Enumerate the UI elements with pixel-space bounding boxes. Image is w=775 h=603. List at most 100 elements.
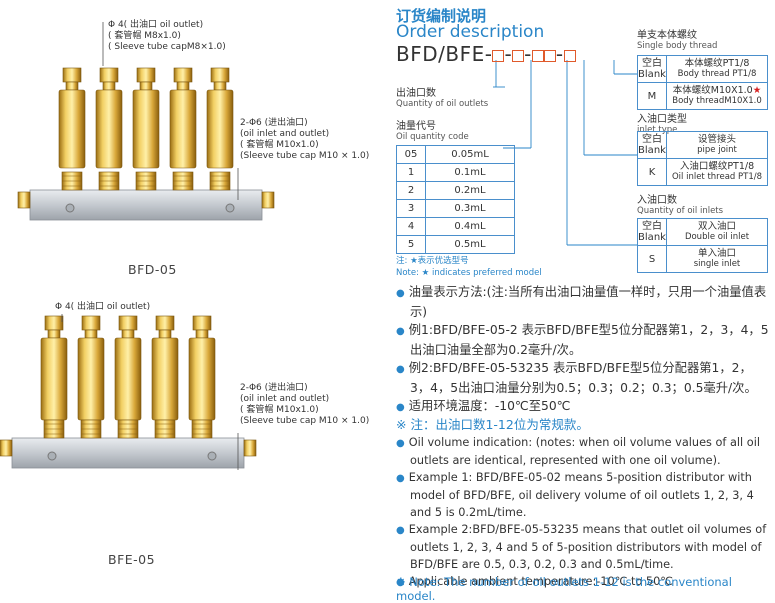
outlet-neck: [47, 329, 61, 339]
outlet-neck: [195, 329, 209, 339]
bullet-text: Example 1: BFD/BFE-05-02 means 5-positio…: [408, 471, 754, 519]
option-desc-cell: 本体螺纹M10X1.0★Body threadM10X1.0: [666, 82, 768, 110]
bfe-inlet-note: 2-Φ6 (进出油口) (oil inlet and outlet) ( 套管帽…: [240, 383, 369, 427]
code-slot-quantity: [512, 49, 525, 62]
bullet-dot-icon: ●: [396, 326, 405, 337]
preferred-note-en: Note: ★ indicates preferred model: [396, 268, 542, 278]
option-code-cn: K: [648, 166, 656, 178]
quantity-value-cell: 0.3mL: [425, 199, 515, 218]
bullets-en: ●Oil volume indication: (notes: when oil…: [396, 434, 774, 591]
bfd-outlet-line3: ( Sleeve tube capM8×1.0): [108, 42, 226, 52]
outlet-nut: [44, 315, 64, 331]
order-title-cn: 订货编制说明: [396, 7, 487, 25]
bullet-text: Oil volume indication: (notes: when oil …: [408, 436, 760, 467]
outlet-neck: [121, 329, 135, 339]
code-slot-inlet-count: [531, 49, 544, 62]
option-desc-cn: 设管接头: [697, 134, 736, 145]
bullet-item: ●Example 1: BFD/BFE-05-02 means 5-positi…: [396, 469, 774, 521]
outlets-label: 出油口数 Quantity of oil outlets: [396, 88, 488, 110]
outlet-nut: [99, 67, 119, 83]
bullet-item: ●Applicable ambient temperature:-10℃ to …: [396, 573, 774, 591]
outlet-neck: [158, 329, 172, 339]
quantity-code-label: 油量代号 Oil quantity code: [396, 121, 469, 143]
metering-body: [114, 337, 142, 421]
outlet-neck: [102, 81, 116, 91]
bfd-inlet-line1: 2-Φ6 (进出油口): [240, 118, 308, 128]
metering-body: [40, 337, 68, 421]
outlet-nut: [192, 315, 212, 331]
option-code-en: Blank: [638, 69, 666, 80]
mount-hole: [47, 451, 57, 461]
quantity-value-cell: 0.5mL: [425, 235, 515, 254]
bfd-inlet-note: 2-Φ6 (进出油口) (oil inlet and outlet) ( 套管帽…: [240, 118, 369, 162]
quantity-code-cell: 4: [396, 217, 426, 236]
option-code-en: Blank: [638, 145, 666, 156]
option-code-cn: S: [648, 253, 656, 265]
metering-body: [58, 89, 86, 169]
quantity-value-cell: 0.2mL: [425, 181, 515, 200]
bfd-outlet-line1: Φ 4( 出油口 oil outlet): [108, 20, 204, 30]
bfe-05-image: [0, 315, 257, 469]
mount-hole: [65, 203, 75, 213]
option-desc-cn: 本体螺纹M10X1.0★: [672, 85, 762, 96]
bfd-inlet-line2: (oil inlet and outlet): [240, 129, 330, 139]
outlet-nut: [136, 67, 156, 83]
option-code-en: Blank: [638, 232, 666, 243]
bfd-model-label: BFD-05: [128, 262, 177, 277]
preferred-note: 注: ★表示优选型号 Note: ★ indicates preferred m…: [396, 255, 542, 279]
option-code-cn: M: [647, 90, 657, 102]
outlet-nut: [62, 67, 82, 83]
outlets-label-cn: 出油口数: [396, 88, 436, 99]
note-en: ※ Note: The number of oil outlets 1-12 i…: [396, 575, 732, 603]
inlet-type-label-cn: 入油口类型: [637, 114, 687, 125]
inlet-count-label-en: Quantity of oil inlets: [637, 206, 724, 216]
inlet-type-label: 入油口类型 inlet type: [637, 114, 687, 136]
inlet-fitting: [243, 439, 257, 457]
option-code-cell: S: [637, 245, 667, 273]
option-desc-cn: 本体螺纹PT1/8: [684, 58, 750, 69]
bullet-item: ●例1:BFD/BFE-05-2 表示BFD/BFE型5位分配器第1，2，3，4…: [396, 321, 771, 359]
outlet-nut: [118, 315, 138, 331]
outlet-neck: [176, 81, 190, 91]
outlet-nut: [81, 315, 101, 331]
bullet-dot-icon: ●: [396, 288, 405, 299]
bfe-inlet-line4: (Sleeve tube cap M10 × 1.0): [240, 416, 370, 426]
quantity-value-cell: 0.1mL: [425, 163, 515, 182]
outlets-label-en: Quantity of oil outlets: [396, 99, 489, 109]
bullets-cn: ●油量表示方法:(注:当所有出油口油量值一样时，只用一个油量值表示)●例1:BF…: [396, 283, 771, 417]
metering-body: [169, 89, 197, 169]
bullet-text: 适用环境温度：-10℃至50℃: [408, 399, 571, 413]
outlet-neck: [139, 81, 153, 91]
bullet-text: Applicable ambient temperature:-10℃ to 5…: [408, 575, 673, 588]
preferred-note-cn: 注: ★表示优选型号: [396, 256, 469, 266]
bfd-inlet-line4: (Sleeve tube cap M10 × 1.0): [240, 151, 370, 161]
bullet-text: 油量表示方法:(注:当所有出油口油量值一样时，只用一个油量值表示): [408, 285, 767, 319]
bfe-inlet-line1: 2-Φ6 (进出油口): [240, 383, 308, 393]
bullet-text: Example 2:BFD/BFE-05-53235 means that ou…: [408, 523, 767, 571]
inlet-fitting: [0, 439, 13, 457]
outlet-neck: [65, 81, 79, 91]
bullet-item: ●Example 2:BFD/BFE-05-53235 means that o…: [396, 521, 774, 573]
inlet-count-label-cn: 入油口数: [637, 195, 677, 206]
inlet-fitting: [17, 191, 31, 209]
option-desc-cn: 双入油口: [697, 221, 736, 232]
bullet-item: ●Oil volume indication: (notes: when oil…: [396, 434, 774, 469]
outlet-nut: [155, 315, 175, 331]
bullet-dot-icon: ●: [396, 473, 405, 484]
quantity-value-cell: 0.4mL: [425, 217, 515, 236]
bfe-inlet-line2: (oil inlet and outlet): [240, 394, 330, 404]
bullet-item: ●例2:BFD/BFE-05-53235 表示BFD/BFE型5位分配器第1，2…: [396, 359, 771, 397]
